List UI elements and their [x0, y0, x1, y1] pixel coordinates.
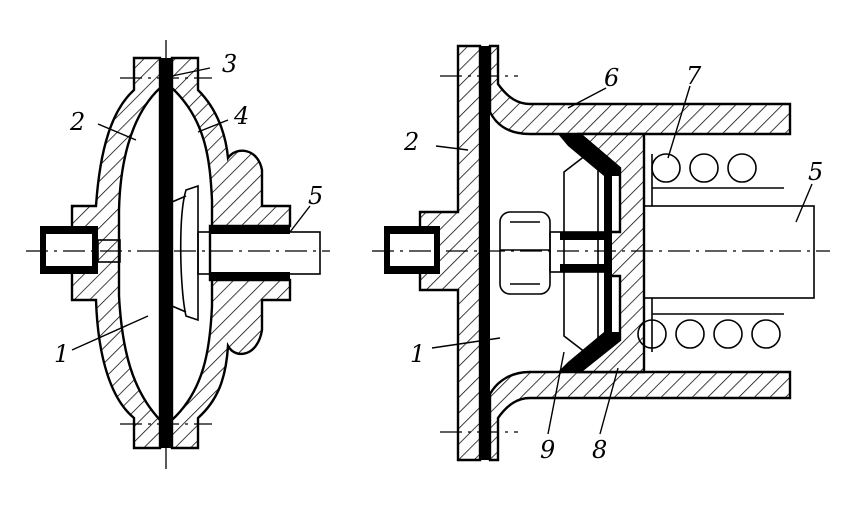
left-housing-4 — [170, 56, 292, 450]
label-6: 6 — [604, 64, 619, 92]
label-5-right: 5 — [808, 158, 823, 186]
label-7: 7 — [686, 62, 702, 90]
label-2-left: 2 — [69, 108, 85, 136]
right-spring-7 — [637, 153, 784, 352]
left-housing-2 — [70, 56, 162, 450]
label-1-left: 1 — [54, 340, 69, 368]
right-diaphragm — [480, 46, 490, 460]
right-seal-9 — [558, 134, 620, 176]
label-1-right: 1 — [410, 340, 425, 368]
right-view-spring-return: 6 7 2 5 1 9 8 — [372, 44, 830, 464]
left-diaphragm-plate — [179, 184, 199, 322]
label-8: 8 — [592, 436, 607, 464]
label-4: 4 — [233, 102, 249, 130]
label-9: 9 — [540, 436, 555, 464]
right-stem-5 — [643, 205, 815, 299]
label-2-right: 2 — [403, 128, 419, 156]
right-cylinder-6 — [488, 44, 792, 136]
left-stem-5 — [197, 231, 321, 275]
label-3: 3 — [222, 50, 237, 78]
left-view-double-chamber: 3 2 4 5 1 — [26, 40, 330, 470]
label-5-left: 5 — [308, 182, 323, 210]
right-nut — [499, 211, 551, 295]
